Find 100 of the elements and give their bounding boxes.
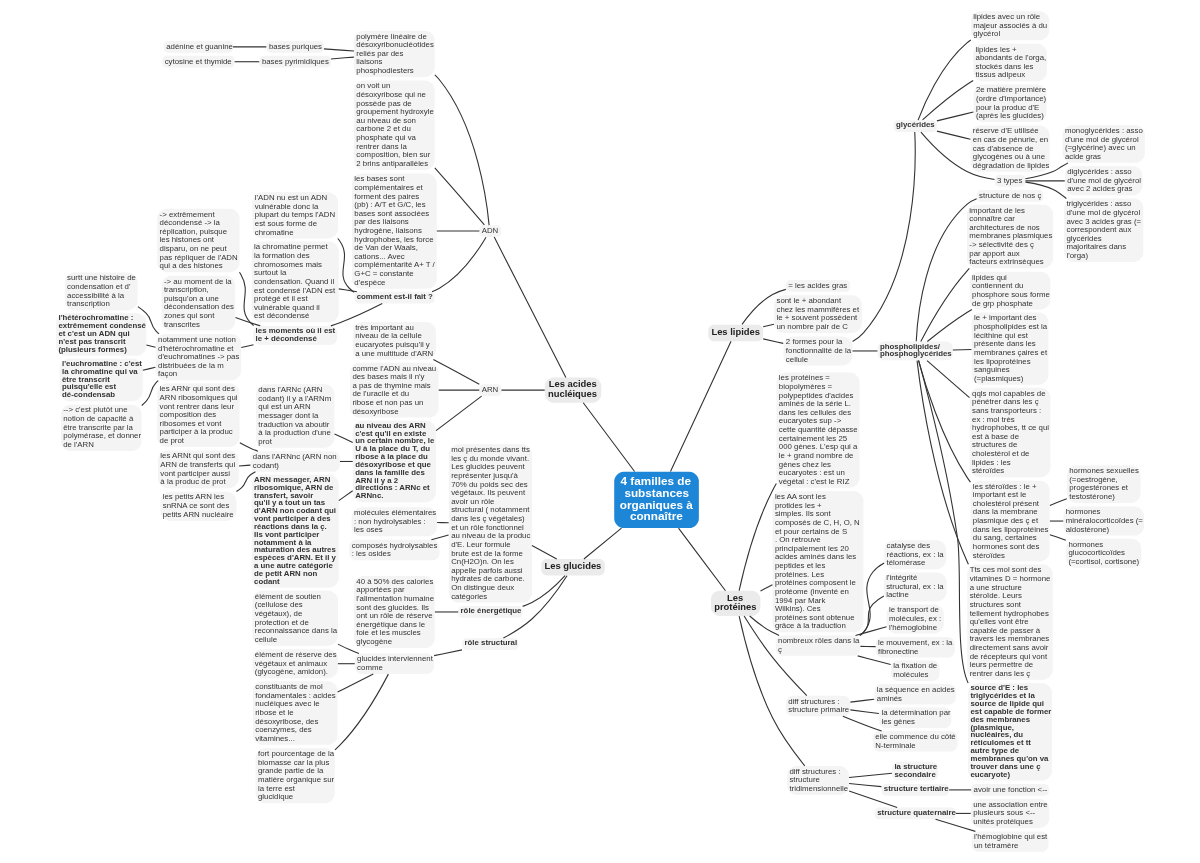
connector	[336, 643, 359, 655]
connector	[136, 306, 160, 335]
node-box: phospholipides/ phosphoglycérides	[877, 341, 953, 361]
connector	[322, 48, 354, 52]
connector	[762, 338, 784, 344]
node-box: l'hémoglobine qui est un tétramère	[971, 831, 1048, 852]
node-box: monoglycérides : asso d'une mol de glycérol (=glycérine) avec un acide gras	[1062, 125, 1145, 163]
node-box: diglycérides : asso d'une mol de glycérol avec 2 acides gras	[1064, 166, 1142, 196]
connector	[919, 267, 970, 342]
connector	[432, 359, 480, 385]
node-box: molécules élémentaires : non hydrolysables : les oses	[351, 507, 437, 537]
connector	[1048, 534, 1066, 541]
node-box: bases puriques	[266, 40, 324, 53]
connector	[430, 534, 449, 541]
node-box: fort pourcentage de la biomasse car la plus grande partie de la matière organique sur la terre est glucidique	[255, 748, 335, 804]
connector	[434, 395, 482, 432]
connector	[240, 344, 254, 349]
connector	[917, 359, 971, 483]
node-box: les stéroïdes : le + important est le cholestérol présent dans la membrane plasmique des ç et dans les lipoprotéines du sang, certaines hormones sont des stéroïdes	[969, 480, 1050, 562]
connector	[859, 562, 885, 636]
connector	[500, 389, 545, 391]
node-box: glycérides	[893, 120, 937, 132]
node-box: très important au niveau de la cellule eucaryotes puisqu'il y a une multitude d'ARN	[352, 321, 436, 360]
connector	[851, 350, 878, 352]
connector	[238, 442, 258, 452]
node-box: mol présentes dans tts les ç du monde vivant. Les glucides peuvent représenter jusqu'à 70% du poids sec des végétaux. Ils peuvent avoir un rôle structural ( notamment dans les ç végétales) et un rôle fonctionnel au niveau de la produc d'E. Leur formule brute est de la forme Cn(H2O)n. On les appelle parfois aussi hydrates de carbone. On distingue deux catégories	[448, 444, 532, 603]
connector	[433, 167, 485, 226]
connector	[436, 522, 449, 524]
connector	[858, 595, 884, 636]
connector	[140, 379, 159, 407]
connector	[582, 402, 635, 473]
connector	[915, 198, 977, 342]
connector	[336, 673, 374, 693]
node-box: la séquence en acides aminés	[873, 684, 956, 705]
connector	[530, 544, 557, 560]
node-box: 2e matière première (ordre d'importance) pour la produc d'E (après les glucides)	[973, 84, 1046, 123]
connector	[1024, 180, 1065, 182]
node-box: catalyse des réactions, ex : la télomérase	[883, 540, 946, 570]
connector	[917, 360, 969, 684]
node-box: structure tertiaire	[881, 784, 949, 796]
connector	[237, 464, 251, 467]
connector	[951, 349, 972, 351]
node-box: les ARNt qui sont des ARN de transferts qui vont participer aussi à la produc de prot	[157, 450, 239, 489]
connector	[433, 74, 490, 226]
node-box: le mouvement, ex : la fibronectine	[875, 637, 955, 658]
node-box: cytosine et thymide	[161, 55, 234, 68]
node-box: elle commence du côté N-terminale	[872, 731, 958, 752]
node-box: nombreux rôles dans la ç	[775, 635, 860, 656]
connector	[848, 790, 898, 809]
connector	[935, 130, 971, 140]
connector	[1048, 498, 1067, 506]
connector	[431, 236, 487, 293]
connector	[433, 611, 459, 613]
connector	[849, 709, 879, 714]
connector	[748, 615, 780, 636]
node-box: constituants de mol fondamentales : acides nucléiques avec le ribose et le désoxyribose, des coenzymes, des vitamines...	[252, 681, 338, 745]
connector	[856, 655, 891, 666]
connector	[921, 80, 974, 121]
node-box: 2 formes pour la fonctionnalité de la cellule	[783, 336, 852, 366]
connector	[329, 303, 383, 327]
connector	[232, 46, 267, 48]
connector	[859, 645, 876, 648]
connector	[849, 698, 875, 703]
node-box: structure quaternaire	[874, 807, 956, 820]
node-box: les bases sont complémentaires et forment des paires (pb) : A/T et G/C, les bases sont associées par des liaisons hydrogène, liaisons hydrophobes, les force de Van der Waals, cations... Avec complémentarité A+ T / G+C = constante d'espèce	[351, 173, 437, 289]
connector	[677, 527, 726, 592]
node-box: on voit un désoxyribose qui ne possède pas de groupement hydroxyle au niveau de son carbone 2 et du phosphate qui va rentrer dans la composition, bien sur 2 brins antiparallèles	[353, 80, 435, 170]
connector	[337, 490, 353, 502]
connector	[917, 39, 971, 121]
node-box: ADN	[478, 225, 501, 237]
connector	[854, 626, 887, 636]
connector	[233, 61, 260, 63]
connector	[743, 615, 807, 697]
node-box: bases pyrimidiques	[259, 55, 331, 68]
node-box: qqls mol capables de pénétrer dans les ç sans transporteurs : ex : mol très hydrophobes, tt ce qui est à base de structures de cholestérol et de lipides : les stéroïdes	[969, 387, 1050, 478]
node-box: les petits ARN les snRNA ce sont des petits ARN nucléaire	[159, 491, 236, 521]
node-box: réserve d'E utilisée en cas de pénurie, en cas d'absence de glycogènes ou à une dégradation de lipides	[969, 125, 1050, 172]
connector	[329, 56, 354, 60]
node-box: la détermination par les gènes	[878, 707, 951, 728]
node-box: diff structures : structure primaire	[785, 695, 850, 717]
connector	[433, 649, 462, 657]
node-box: l'euchromatine : c'est la chromatine qui va être transcrit puisqu'elle est dé-condensab	[59, 358, 143, 402]
node-box: le + important des phospholipides est la lécithine qui est présente dans les membranes çaires et les lipoprotéines sanguines (=plasmiques)	[971, 312, 1048, 385]
node-box: Les acides nucléiques	[544, 377, 601, 403]
node-box: dans l'ARNc (ARN codant) il y a l'ARNm qui est un ARN messager dont la traduction va aboutir à la production d'une prot	[255, 384, 334, 448]
connector	[1024, 162, 1069, 180]
connector	[935, 111, 974, 122]
node-box: -> au moment de la transcription, puisqu'on a une décondensation des zones qui sont transcrites	[161, 275, 235, 331]
node-box: 3 types	[994, 175, 1025, 187]
node-box: les moments où il est le + décondensé	[252, 325, 337, 345]
connector	[948, 789, 972, 791]
node-box: Les protéines	[710, 590, 760, 616]
node-box: diff structures : structure tridimensionnelle	[786, 766, 849, 795]
connector	[502, 575, 568, 639]
node-box: rôle énergétique	[457, 606, 522, 618]
connector	[437, 389, 480, 391]
node-box: l'ADN nu est un ADN vulnérable donc la plupart du temps l'ADN est sous forme de chromatine	[252, 192, 338, 239]
connector	[919, 131, 995, 180]
node-box: ARN messager, ARN ribosomique, ARN de transfert, savoir qu'il y a tout un tas d'ARN non codant qui vont participer à des réactions dans la ç. Ils vont participer notamment à la maturation des autres espèces d'ARN. Et il y a une autre catégorie de petit ARN non codant	[251, 474, 339, 588]
node-box-text: source d'E : les triglycérides et la source de lipide qui est capable de former des membranes (plasmique, nucléaires, du réticulomes et tt autre type de membranes qu'on va trouver dans une ç eucaryote)	[967, 683, 1052, 781]
